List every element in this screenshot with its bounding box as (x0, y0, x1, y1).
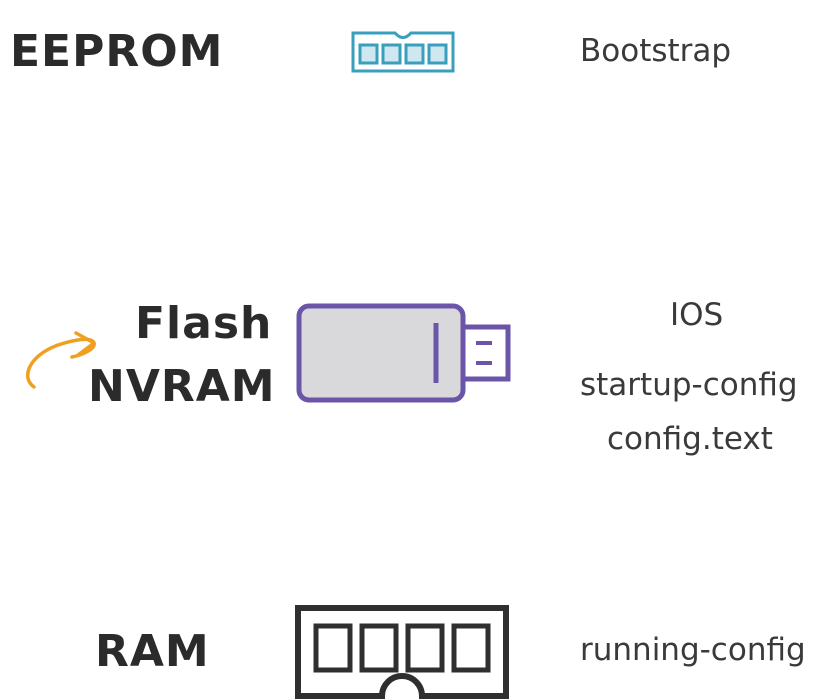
flash-label: Flash (135, 298, 273, 349)
ram-label: RAM (95, 626, 210, 677)
curved-arrow-icon (26, 331, 96, 389)
ram-module-icon (295, 605, 509, 699)
ios-text: IOS (670, 297, 724, 333)
usb-flash-drive-icon (296, 303, 511, 403)
bootstrap-text: Bootstrap (580, 33, 732, 69)
running-config-text: running-config (580, 632, 806, 668)
startup-config-text: startup-config (580, 367, 798, 403)
eeprom-label: EEPROM (10, 26, 224, 77)
config-text-file: config.text (607, 421, 773, 457)
eeprom-chip-icon (351, 31, 455, 73)
nvram-label: NVRAM (88, 361, 276, 412)
